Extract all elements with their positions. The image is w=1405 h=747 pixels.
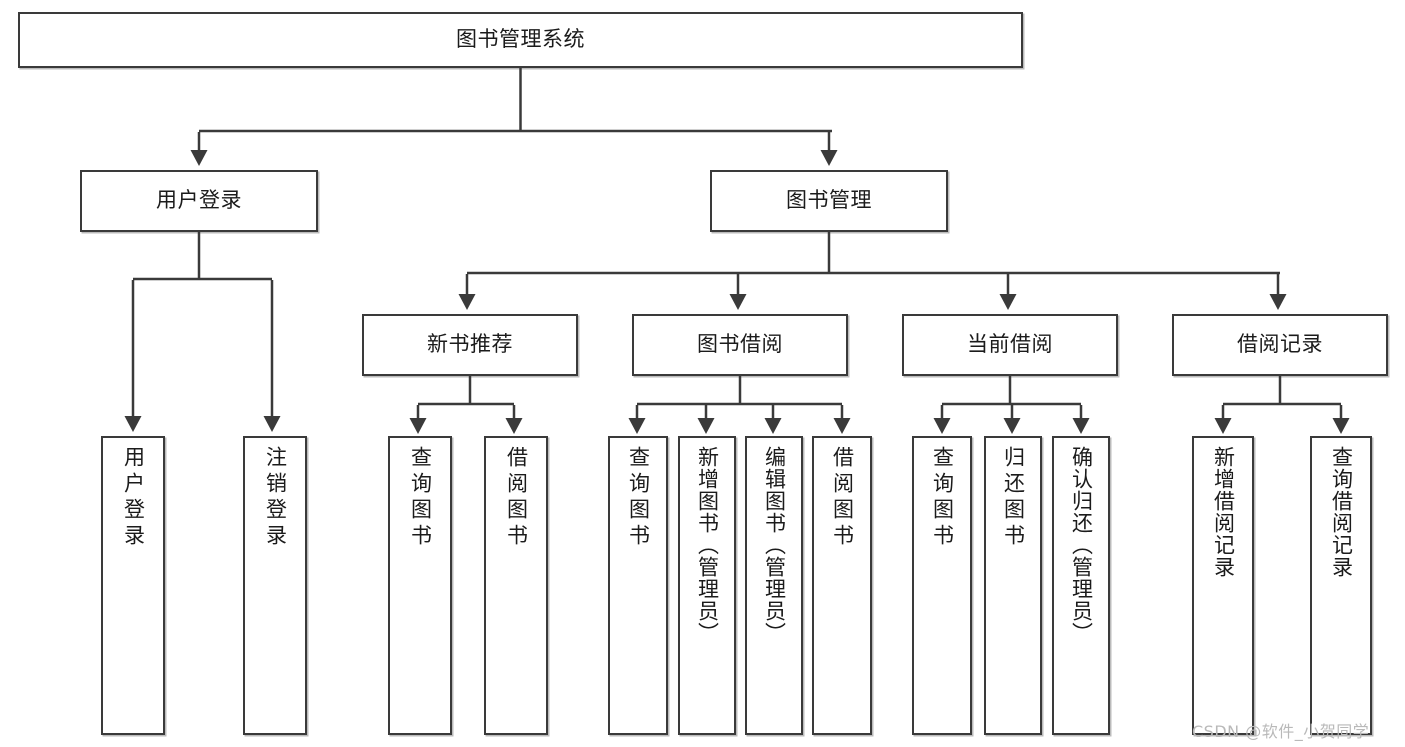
node-leaf-edit-book-admin-label: 编辑图书（管理员） [762,446,787,644]
node-root-label: 图书管理系统 [456,27,585,52]
node-leaf-query-book-recommend[interactable]: 查询图书 [388,436,452,735]
node-user-login-label: 用户登录 [156,188,242,213]
node-leaf-query-book-current[interactable]: 查询图书 [912,436,972,735]
node-new-book-recommend[interactable]: 新书推荐 [362,314,578,376]
node-leaf-add-book-admin[interactable]: 新增图书（管理员） [678,436,736,735]
node-leaf-add-borrow-record[interactable]: 新增借阅记录 [1192,436,1254,735]
node-leaf-query-borrow-record-label: 查询借阅记录 [1329,446,1354,578]
connector-root-to-level2 [190,68,838,166]
node-book-management-label: 图书管理 [786,188,872,213]
node-leaf-confirm-return-admin[interactable]: 确认归还（管理员） [1052,436,1110,735]
node-book-management[interactable]: 图书管理 [710,170,948,232]
node-leaf-query-book-borrow-label: 查询图书 [626,446,651,550]
node-leaf-edit-book-admin[interactable]: 编辑图书（管理员） [745,436,803,735]
node-leaf-borrow-book[interactable]: 借阅图书 [812,436,872,735]
node-leaf-query-book-borrow[interactable]: 查询图书 [608,436,668,735]
node-root-system[interactable]: 图书管理系统 [18,12,1023,68]
connector-book-borrow-to-leaves [628,376,851,434]
watermark-text: CSDN @软件_小贺同学 [1192,722,1370,741]
node-leaf-borrow-book-label: 借阅图书 [830,446,855,550]
node-leaf-add-borrow-record-label: 新增借阅记录 [1211,446,1236,578]
node-leaf-query-book-current-label: 查询图书 [930,446,955,550]
node-book-borrow[interactable]: 图书借阅 [632,314,848,376]
node-borrow-record[interactable]: 借阅记录 [1172,314,1388,376]
node-leaf-return-book[interactable]: 归还图书 [984,436,1042,735]
node-leaf-return-book-label: 归还图书 [1001,446,1026,550]
node-borrow-record-label: 借阅记录 [1237,332,1323,357]
connector-book-management-to-level3 [458,232,1287,310]
connector-user-login-to-leaves [124,232,281,432]
node-leaf-confirm-return-admin-label: 确认归还（管理员） [1069,446,1094,644]
node-leaf-borrow-book-recommend-label: 借阅图书 [504,446,529,550]
connector-borrow-record-to-leaves [1214,376,1350,434]
node-current-borrow-label: 当前借阅 [967,332,1053,357]
node-leaf-user-logout[interactable]: 注销登录 [243,436,307,735]
node-leaf-query-book-recommend-label: 查询图书 [408,446,433,550]
node-book-borrow-label: 图书借阅 [697,332,783,357]
node-leaf-user-login[interactable]: 用户登录 [101,436,165,735]
node-leaf-borrow-book-recommend[interactable]: 借阅图书 [484,436,548,735]
connector-current-borrow-to-leaves [933,376,1090,434]
node-current-borrow[interactable]: 当前借阅 [902,314,1118,376]
connector-new-book-recommend-to-leaves [409,376,523,434]
node-new-book-recommend-label: 新书推荐 [427,332,513,357]
node-leaf-user-logout-label: 注销登录 [263,446,288,550]
node-leaf-query-borrow-record[interactable]: 查询借阅记录 [1310,436,1372,735]
node-leaf-user-login-label: 用户登录 [121,446,146,550]
node-user-login[interactable]: 用户登录 [80,170,318,232]
node-leaf-add-book-admin-label: 新增图书（管理员） [695,446,720,644]
